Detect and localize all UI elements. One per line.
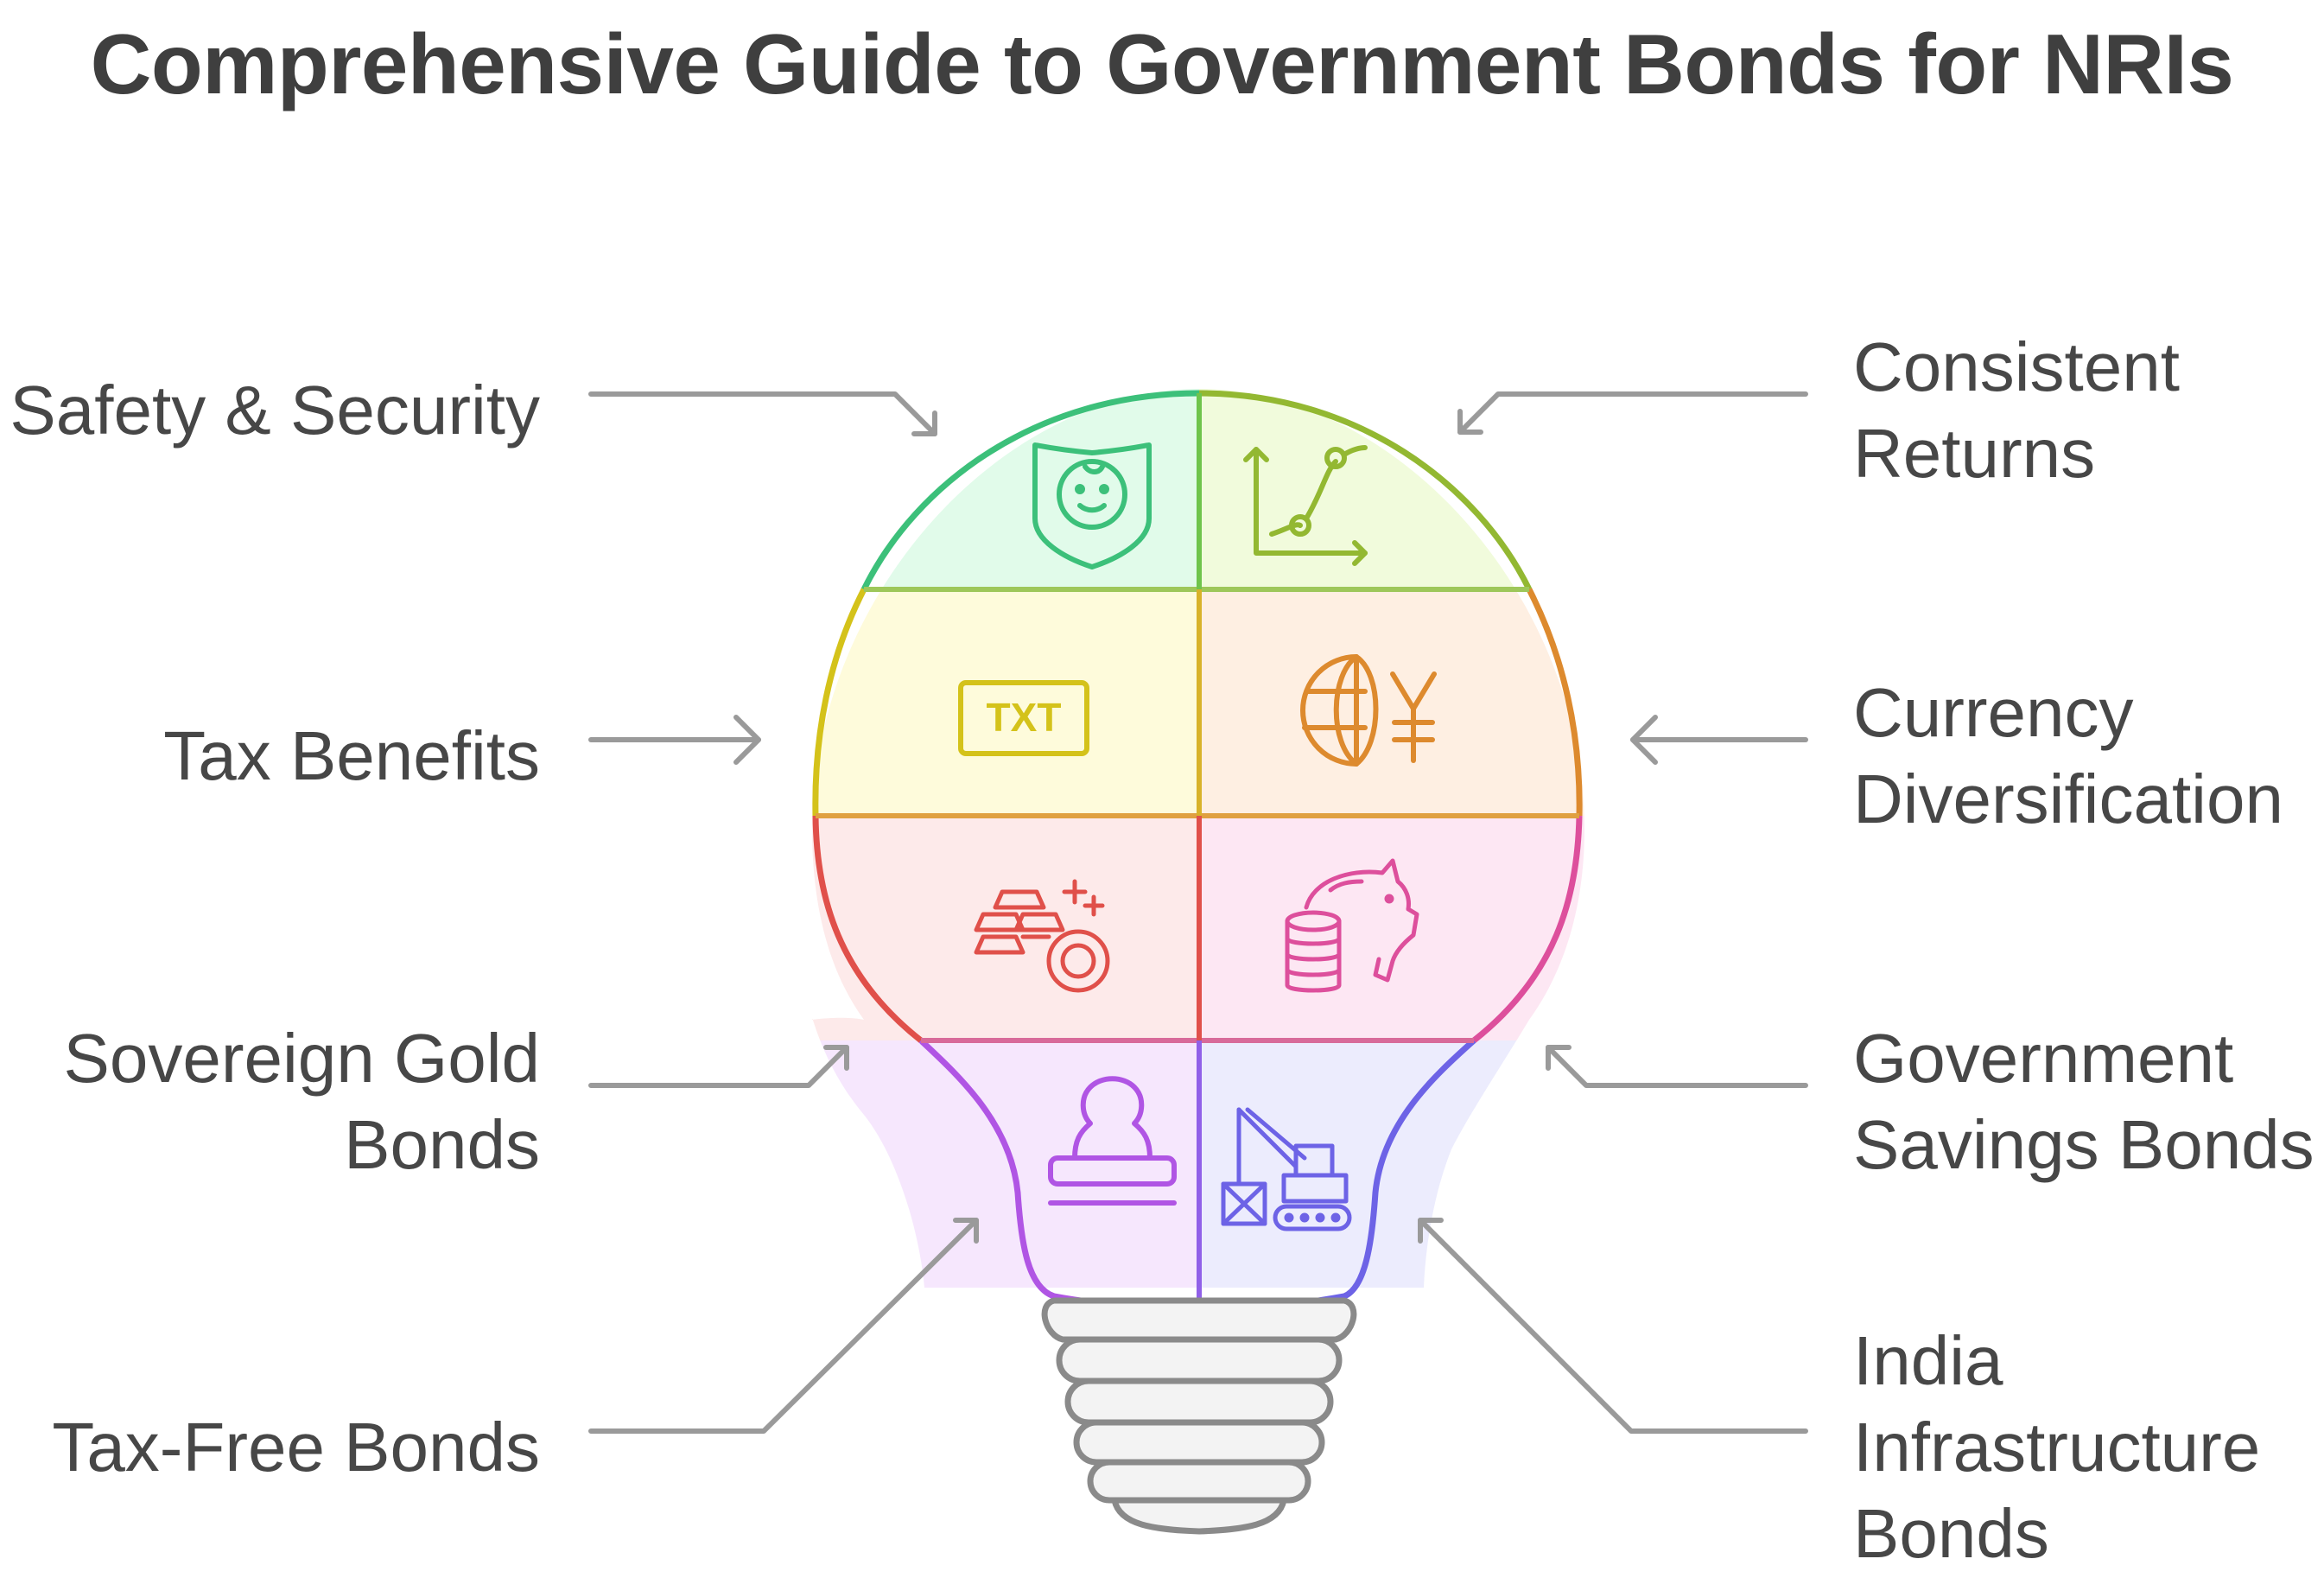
label-tax-free-bonds: Tax-Free Bonds [52,1409,540,1486]
label-safety-security: Safety & Security [10,372,540,449]
arrow-infra [1418,1218,1808,1434]
label-currency-diversification: Currency Diversification [1853,674,2283,837]
arrow-taxfree [588,1218,979,1434]
shield-face-icon [1032,442,1152,569]
txt-label: TXT [987,695,1062,740]
connector-arrows [588,391,1808,1434]
page-title: Comprehensive Guide to Government Bonds … [90,16,2234,111]
arrow-safety [588,391,937,436]
segment-tax [812,589,1199,816]
globe-yen-icon [1300,654,1437,767]
segment-infra [1199,1040,1584,1288]
bulb-base [1041,1297,1357,1535]
segment-safety [812,389,1199,589]
segment-currency [1199,589,1584,816]
label-sovereign-gold-bonds: Sovereign Gold Bonds [63,1020,540,1183]
crane-bulldozer-icon [1221,1107,1352,1231]
stamp-icon [1048,1076,1177,1206]
segment-taxfree [812,1040,1199,1288]
label-tax-benefits: Tax Benefits [163,717,540,794]
segment-savings [1199,816,1584,1040]
label-india-infrastructure-bonds: India Infrastructure Bonds [1853,1322,2261,1572]
arrow-savings [1546,1045,1808,1088]
growth-chart-icon [1243,445,1368,566]
label-government-savings-bonds: Government Savings Bonds [1853,1020,2314,1183]
segment-returns [1199,389,1584,589]
piggy-bank-coins-icon [1285,858,1419,993]
label-consistent-returns: Consistent Returns [1853,328,2180,492]
arrow-gold [588,1045,849,1088]
arrow-returns [1457,391,1808,435]
txt-document-icon: TXT [958,680,1089,756]
gold-bars-coin-icon [974,879,1110,993]
